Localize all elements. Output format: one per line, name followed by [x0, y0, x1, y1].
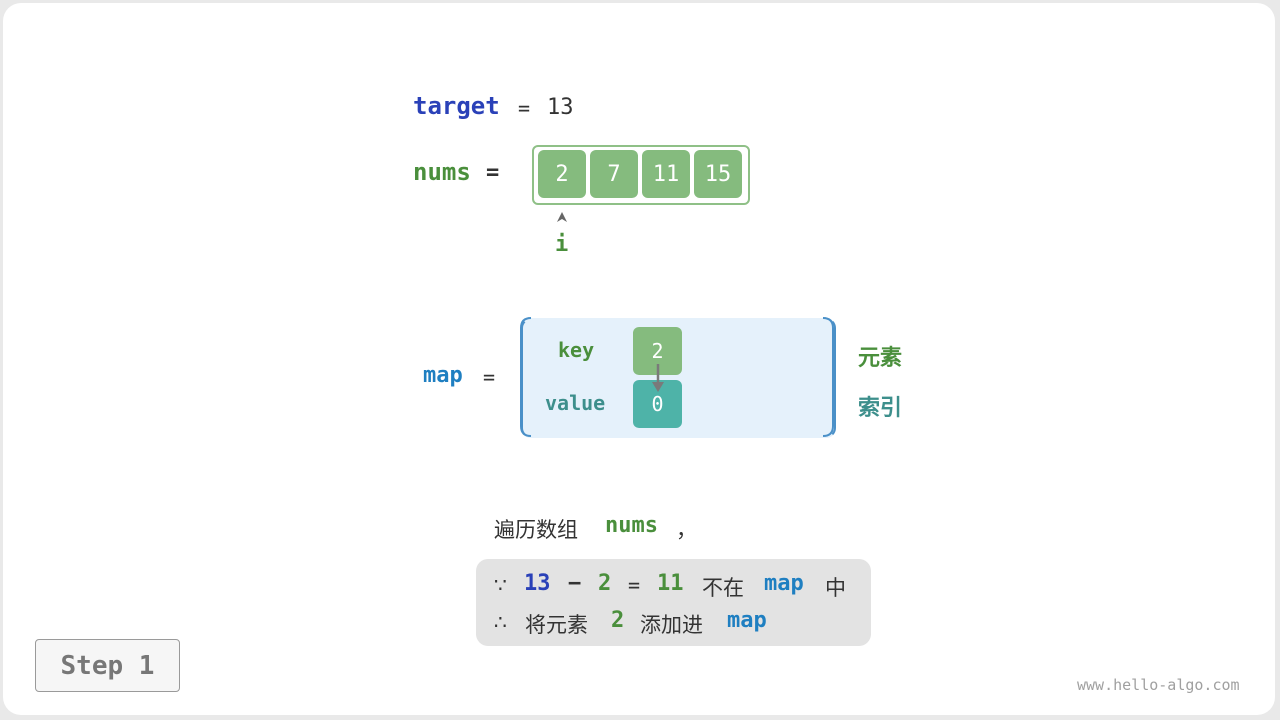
explain-into: 添加进 — [640, 613, 703, 637]
map-value-label: value — [545, 391, 606, 415]
nums-cell-1: 7 — [590, 150, 638, 198]
map-eq: = — [483, 365, 496, 389]
pointer-label: i — [555, 232, 569, 257]
explain-map-1: map — [764, 571, 804, 596]
map-key-desc: 元素 — [858, 346, 903, 371]
nums-eq: = — [486, 160, 500, 185]
map-key-label: key — [558, 338, 595, 362]
target-value: 13 — [547, 95, 574, 120]
explain-minus: − — [568, 571, 582, 596]
explain-add: 将元素 — [525, 613, 588, 637]
explain-num: 2 — [598, 571, 612, 596]
explain-target: 13 — [524, 571, 551, 596]
therefore-symbol: ∴ — [494, 610, 507, 634]
nums-cell-2: 11 — [642, 150, 690, 198]
key-to-value-arrow-icon — [652, 364, 664, 392]
explain-map-2: map — [727, 608, 767, 633]
pointer-arrow-icon — [557, 212, 567, 222]
explain-add-num: 2 — [611, 608, 625, 633]
map-label: map — [423, 363, 463, 388]
explanation-box — [476, 559, 871, 646]
map-value-desc: 索引 — [858, 396, 903, 421]
nums-cell-3: 15 — [694, 150, 742, 198]
caption-var: nums — [605, 513, 658, 538]
explain-eq: = — [628, 573, 641, 597]
nums-cell-0: 2 — [538, 150, 586, 198]
explain-not-in: 不在 — [702, 576, 744, 600]
because-symbol: ∵ — [494, 573, 507, 597]
explain-diff: 11 — [657, 571, 684, 596]
caption-text: 遍历数组 — [494, 518, 578, 542]
map-bracket-frame — [520, 317, 834, 437]
explain-zhong: 中 — [825, 576, 846, 600]
watermark: www.hello-algo.com — [1077, 676, 1240, 694]
caption-comma: ， — [676, 518, 697, 542]
target-eq: = — [518, 96, 531, 120]
target-label: target — [413, 92, 500, 120]
step-button[interactable]: Step 1 — [35, 639, 180, 692]
nums-label: nums — [413, 158, 471, 186]
